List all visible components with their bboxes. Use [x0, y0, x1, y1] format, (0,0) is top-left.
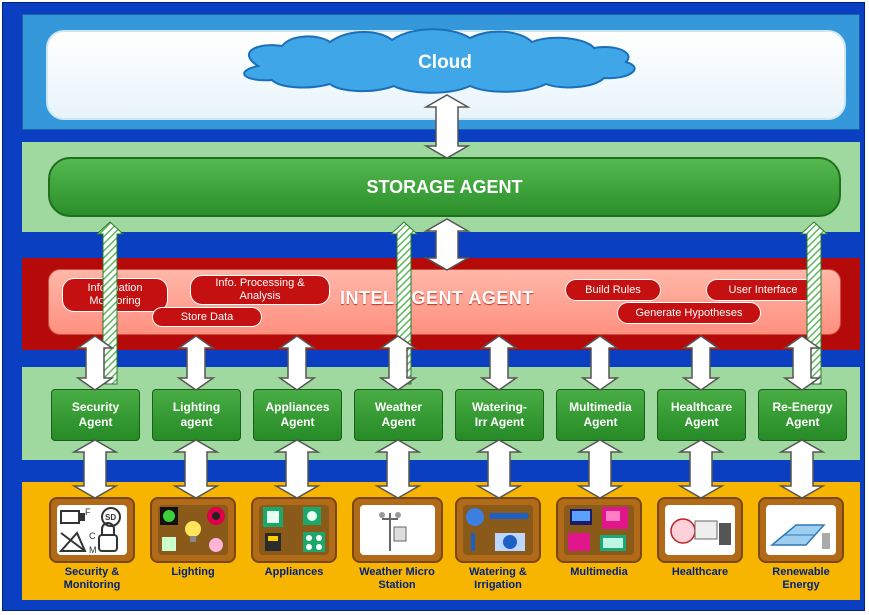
intelligent-agent-arrow: [75, 335, 115, 391]
agent-device-arrow: [71, 439, 119, 499]
agent-device-arrow: [475, 439, 523, 499]
agent-device-arrow: [778, 439, 826, 499]
intelligent-agent-label: INTELLIGENT AGENT: [340, 288, 534, 308]
weather-station-icon: [352, 497, 443, 563]
device-label: Security & Monitoring: [63, 566, 121, 591]
agent-box: Re-Energy Agent: [758, 389, 847, 441]
agent-box: Appliances Agent: [253, 389, 342, 441]
device-label: Watering & Irrigation: [469, 566, 527, 591]
intelligent-agent-arrow: [479, 335, 519, 391]
agent-device-arrow: [374, 439, 422, 499]
device-label: Lighting: [171, 566, 215, 578]
svg-text:M: M: [89, 545, 97, 555]
intelligent-agent-arrow: [681, 335, 721, 391]
agent-device-arrow: [172, 439, 220, 499]
lighting-device-icon: [150, 497, 236, 563]
svg-text:C: C: [89, 531, 96, 541]
intelligent-agent-arrow: [580, 335, 620, 391]
agent-box: Watering- Irr Agent: [455, 389, 544, 441]
camera-letter-icon: F: [85, 507, 91, 517]
agent-box: Weather Agent: [354, 389, 443, 441]
irrigation-device-icon: [455, 497, 541, 563]
intelligent-agent-arrow: [782, 335, 822, 391]
device-label: Renewable Energy: [772, 566, 830, 591]
agent-device-arrow: [677, 439, 725, 499]
storage-agent-label: STORAGE AGENT: [366, 176, 523, 197]
multimedia-device-icon: [556, 497, 642, 563]
agent-device-arrow: [273, 439, 321, 499]
renewable-energy-icon: [758, 497, 844, 563]
device-label: Appliances: [264, 566, 324, 578]
device-label: Healthcare: [671, 566, 729, 578]
intelligent-agent-arrow: [378, 335, 418, 391]
appliances-device-icon: [251, 497, 337, 563]
intelligent-agent-arrow: [176, 335, 216, 391]
function-chip: Store Data: [152, 307, 262, 327]
function-chip: Build Rules: [565, 279, 661, 301]
cloud-storage-arrow: [423, 94, 471, 159]
agent-box: Multimedia Agent: [556, 389, 645, 441]
healthcare-device-icon: [657, 497, 743, 563]
cloud-label: Cloud: [418, 52, 472, 73]
function-chip: Info. Processing & Analysis: [190, 275, 330, 305]
storage-agent-box: STORAGE AGENT: [48, 157, 841, 217]
function-chip: User Interface: [706, 279, 820, 301]
security-device-icon: F SD C M: [49, 497, 135, 563]
function-chip: Generate Hypotheses: [617, 302, 761, 324]
agent-device-arrow: [576, 439, 624, 499]
svg-text:SD: SD: [105, 513, 116, 522]
device-label: Weather Micro Station: [359, 566, 435, 591]
device-label: Multimedia: [570, 566, 628, 578]
intelligent-agent-arrow: [277, 335, 317, 391]
storage-intelligent-arrow: [423, 218, 471, 271]
